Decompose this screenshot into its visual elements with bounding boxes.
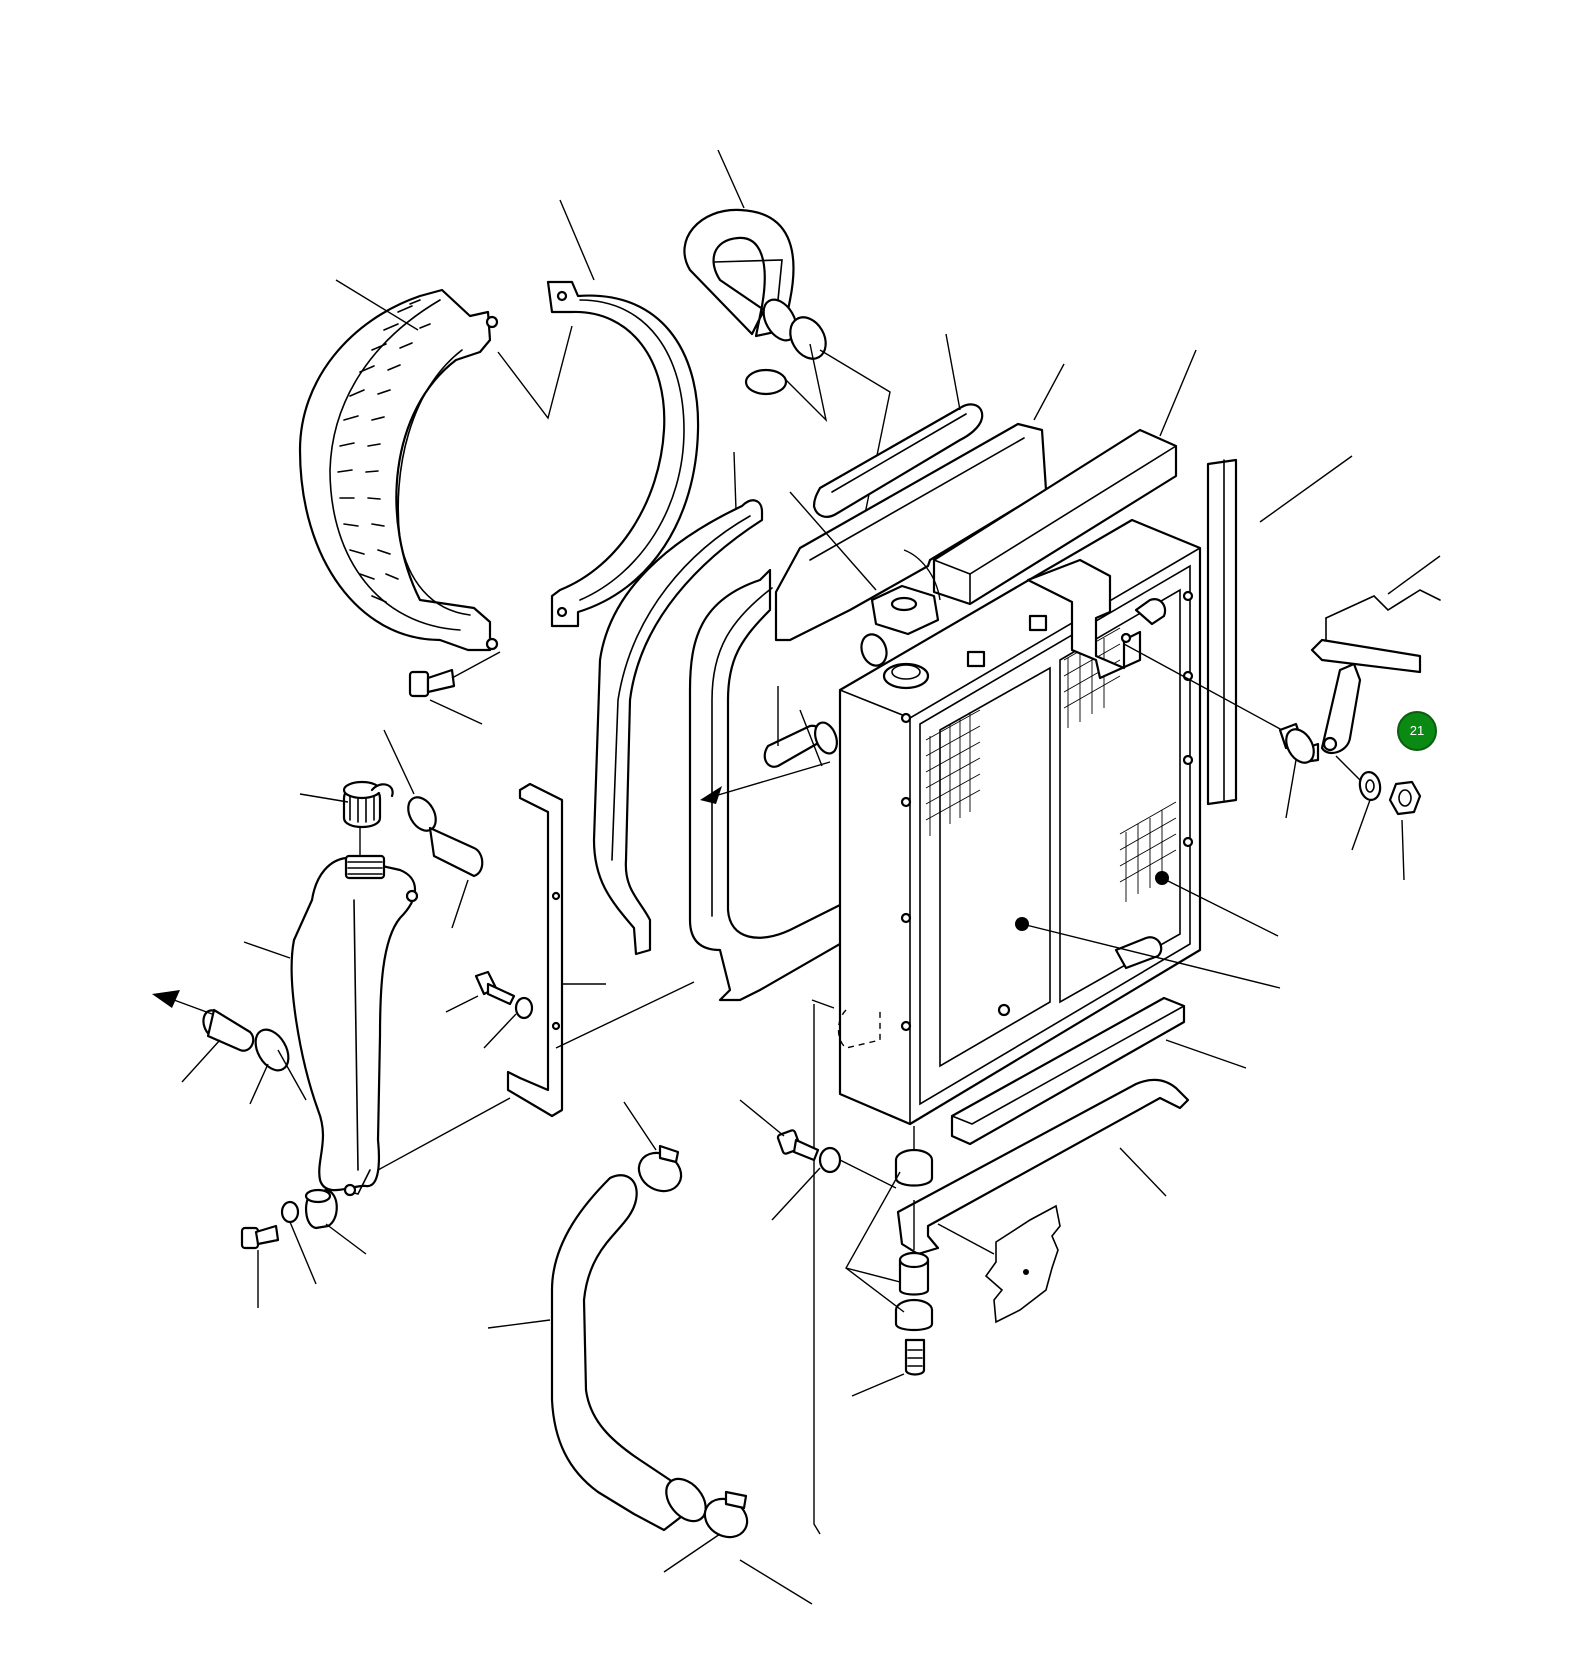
tank-vent-hose: [407, 796, 484, 878]
tank-bracket-bolt: [474, 970, 534, 1020]
radiator-side-bolt: [776, 1129, 842, 1174]
foam-pad-top: [932, 428, 1178, 606]
expansion-tank-cap: [342, 780, 394, 829]
tank-outlet-hose: [202, 1008, 290, 1072]
lower-hose-clamp-top: [637, 1144, 683, 1193]
tank-mounting-bracket: [506, 782, 564, 1118]
core-mesh-detail: [925, 627, 1177, 902]
lower-hose-clamp-bottom: [703, 1490, 749, 1539]
chassis-fragment: [984, 1204, 1061, 1324]
stay-rod-bracket: [1310, 589, 1441, 755]
lower-hose: [550, 1174, 707, 1532]
washer: [1358, 771, 1382, 801]
tank-bottom-bolt: [240, 1188, 338, 1250]
isolator-mount: [894, 1148, 934, 1376]
fan-shroud: [298, 288, 499, 652]
shroud-bolt: [408, 651, 501, 698]
rubber-mount: [1278, 722, 1320, 764]
bottom-foam-strip: [950, 996, 1186, 1146]
radiator-cap: [870, 584, 940, 636]
overflow-hose-stub: [763, 721, 838, 768]
foam-pad-side: [1206, 458, 1238, 806]
upper-hose: [683, 208, 827, 396]
bottom-support-bracket: [896, 1078, 1190, 1256]
nut: [1388, 780, 1422, 816]
expansion-tank: [290, 854, 419, 1197]
callout-badge-21[interactable]: 21: [1397, 711, 1437, 751]
top-gasket-plate: [774, 422, 1048, 642]
top-seal-strip: [812, 403, 984, 518]
shroud-seal-ring: [546, 280, 700, 628]
radiator-top-bracket: [1026, 558, 1142, 680]
seal-strip-left: [592, 499, 764, 956]
